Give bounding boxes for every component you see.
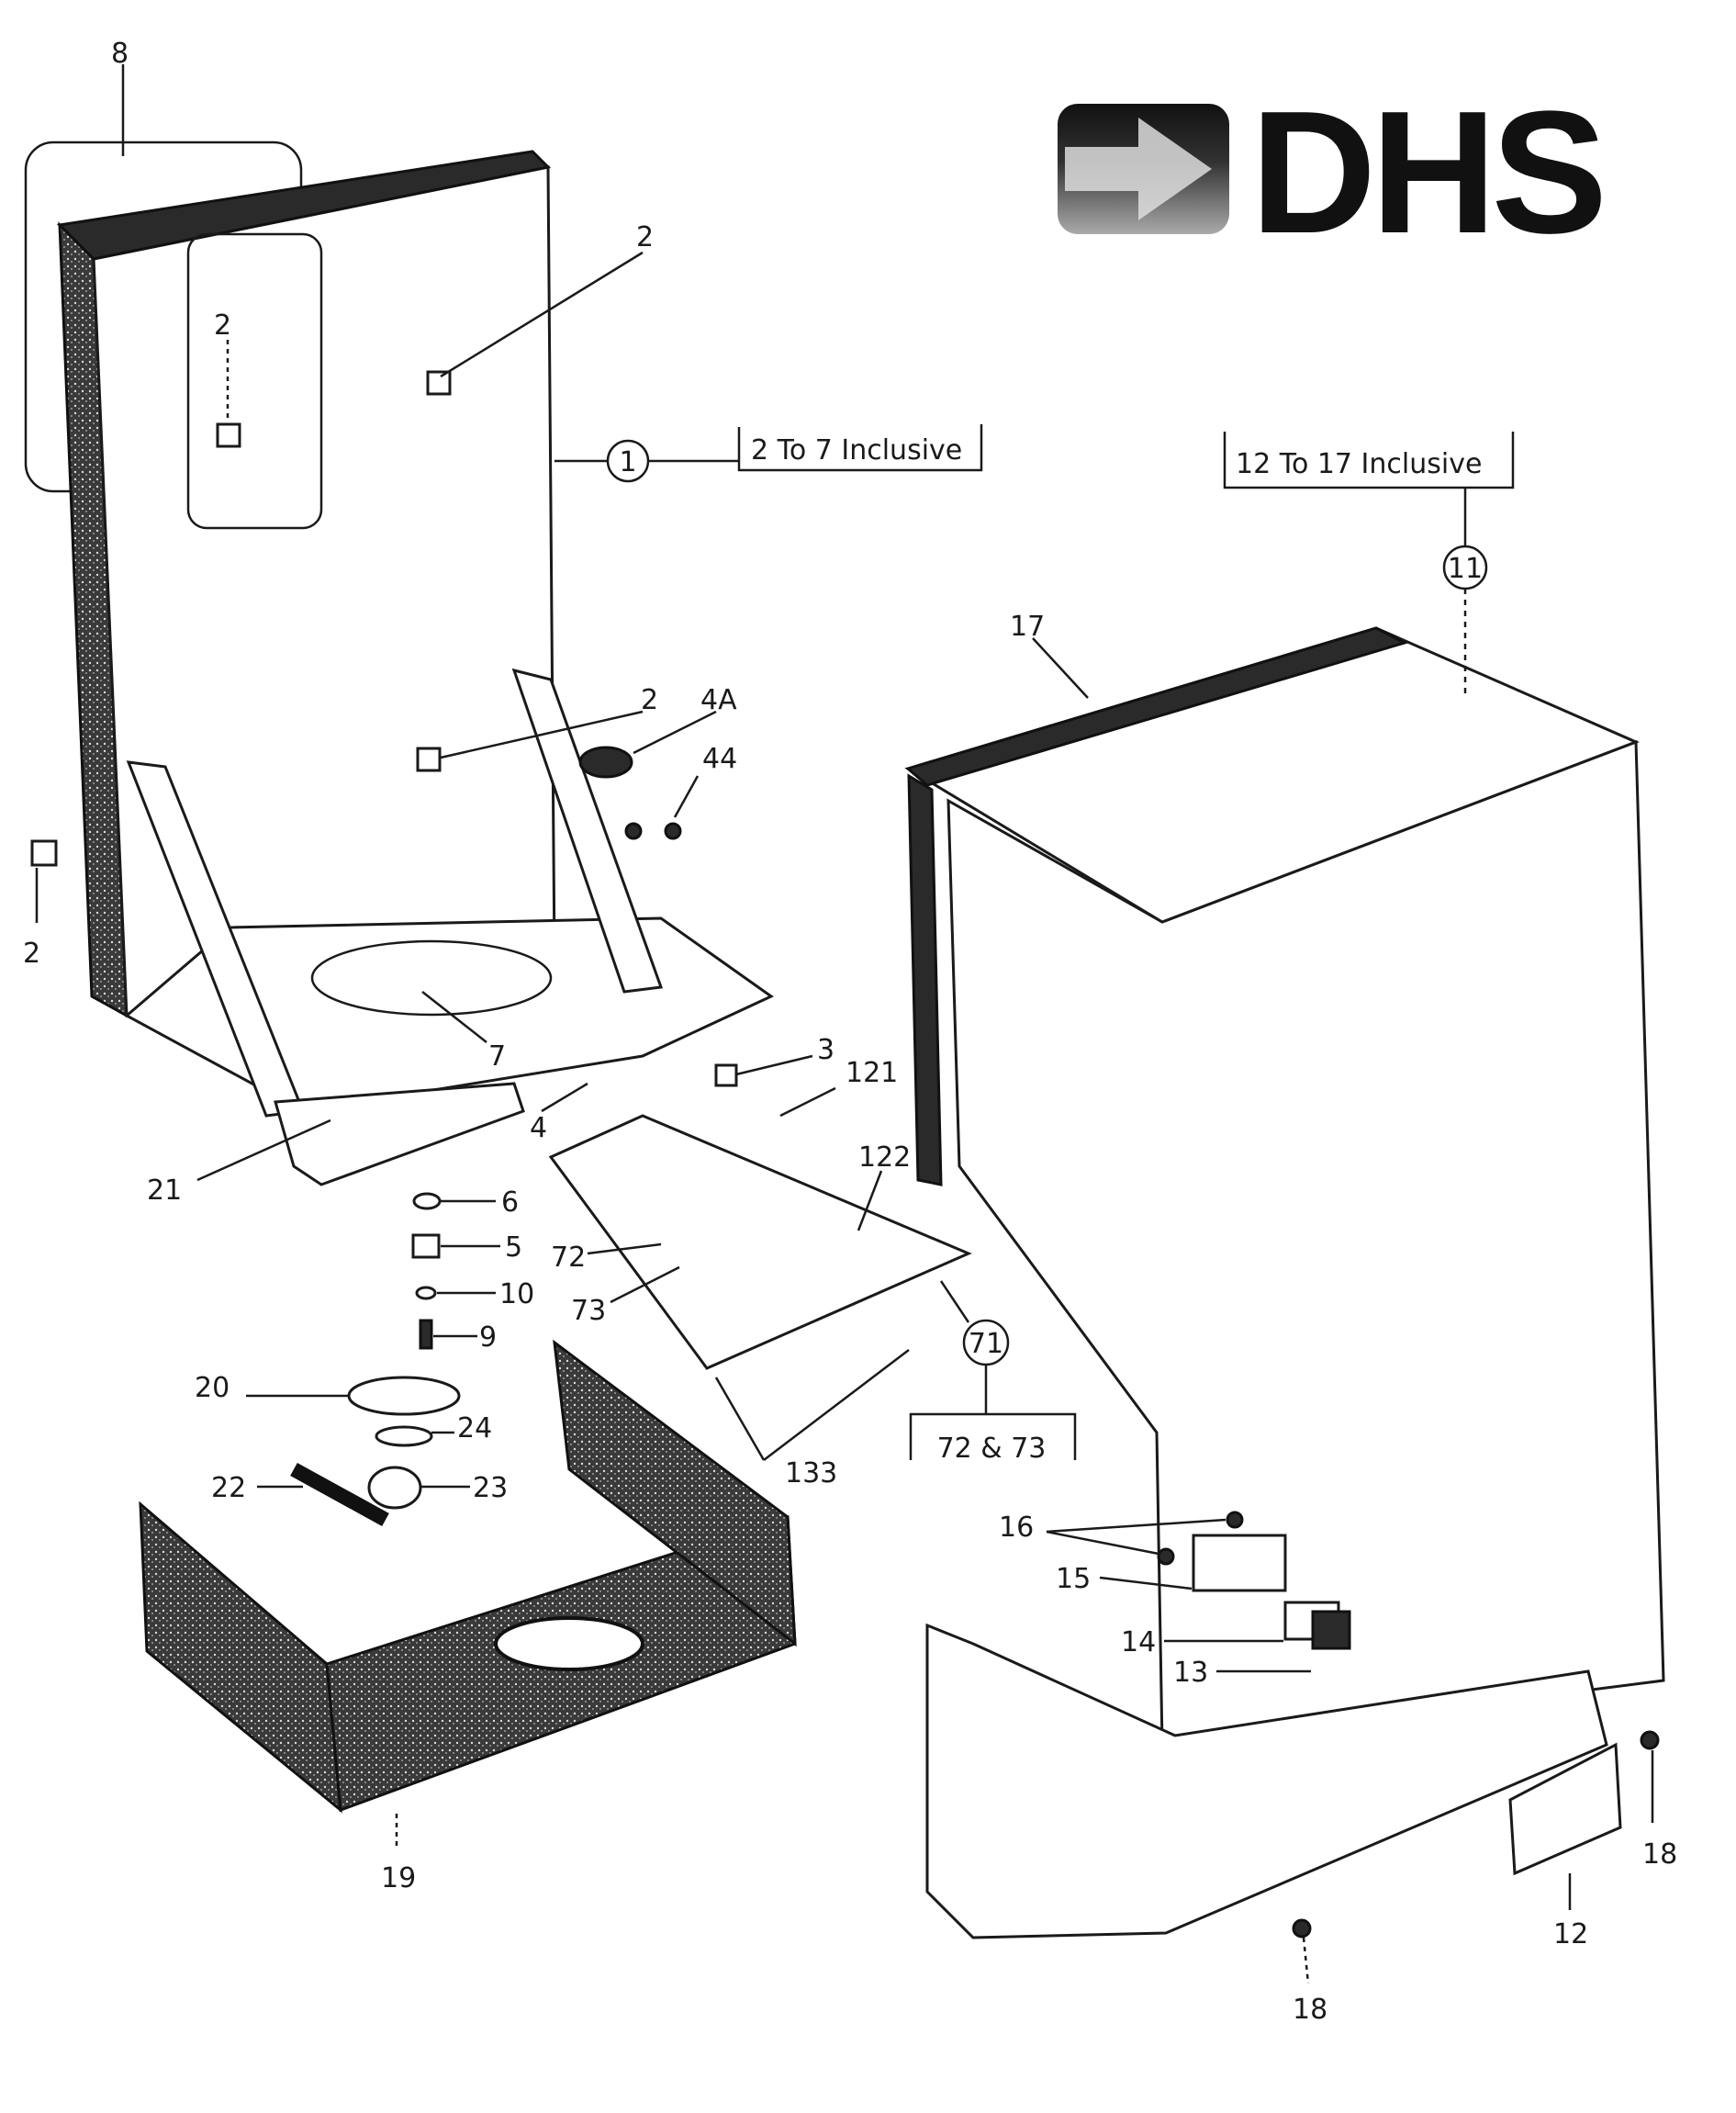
label-14: 14 <box>1121 1626 1156 1658</box>
callout-group-1: 1 2 To 7 Inclusive <box>554 424 983 483</box>
screw-9 <box>419 1319 433 1350</box>
label-44: 44 <box>702 743 737 775</box>
label-2: 2 <box>636 221 654 253</box>
label-24: 24 <box>457 1412 492 1444</box>
label-122: 122 <box>858 1141 911 1174</box>
burner-stack <box>290 1192 461 1527</box>
callout-group-71: 71 72 & 73 <box>909 1280 1077 1465</box>
label-10: 10 <box>499 1278 534 1310</box>
screw-18-b <box>1292 1918 1312 1939</box>
kick-plate-12 <box>1508 1742 1622 1876</box>
label-9: 9 <box>479 1321 497 1354</box>
label-2: 2 <box>641 684 658 716</box>
left-cabinet-assembly <box>24 140 972 1370</box>
bracket-2-c <box>416 747 442 772</box>
drawer-19 <box>139 1339 797 1814</box>
callout-note-11: 12 To 17 Inclusive <box>1236 448 1482 480</box>
label-4a: 4A <box>700 684 737 716</box>
dhs-logo: DHS <box>1058 75 1607 270</box>
label-18: 18 <box>1642 1838 1677 1871</box>
label-17: 17 <box>1010 611 1045 643</box>
grommet-4a <box>578 746 633 779</box>
callout-note-1: 2 To 7 Inclusive <box>751 434 962 466</box>
callout-note-71: 72 & 73 <box>937 1433 1047 1465</box>
label-3: 3 <box>817 1034 834 1066</box>
washer-10 <box>415 1286 437 1300</box>
callout-number-71: 71 <box>969 1328 1003 1360</box>
label-2: 2 <box>23 938 40 970</box>
nut-16-b <box>1157 1547 1175 1566</box>
union-23 <box>367 1466 422 1510</box>
drawer-right-side <box>553 1339 797 1647</box>
seal-24 <box>375 1425 433 1447</box>
label-16: 16 <box>999 1512 1034 1544</box>
label-2: 2 <box>214 309 231 342</box>
logo-text: DHS <box>1250 75 1602 270</box>
door-side-edge <box>907 773 943 1186</box>
bottom-tray <box>925 1623 1608 1939</box>
label-22: 22 <box>211 1472 246 1504</box>
lens-13 <box>1311 1610 1351 1650</box>
washer-6 <box>412 1192 442 1210</box>
tube-22 <box>290 1462 389 1527</box>
callout-number-1: 1 <box>619 446 636 478</box>
label-121: 121 <box>846 1057 898 1089</box>
label-5: 5 <box>505 1231 522 1264</box>
lid-trim-17 <box>904 626 1408 787</box>
screw-18-a <box>1640 1730 1660 1750</box>
clip-3 <box>714 1063 738 1087</box>
bolt-44-a <box>624 822 643 840</box>
plate-15 <box>1192 1534 1287 1592</box>
label-23: 23 <box>473 1472 508 1504</box>
callout-number-11: 11 <box>1448 553 1483 585</box>
arrow-right-icon <box>1065 118 1212 220</box>
label-6: 6 <box>501 1186 519 1219</box>
label-73: 73 <box>571 1295 606 1327</box>
floor-cutout <box>310 939 553 1017</box>
label-18: 18 <box>1293 1994 1327 2026</box>
nut-16-a <box>1226 1511 1244 1529</box>
label-19: 19 <box>381 1862 416 1894</box>
callout-group-11: 12 To 17 Inclusive 11 <box>1223 432 1515 696</box>
part-labels: 8 2 2 2 2 4A 44 17 7 3 121 4 21 122 6 5 … <box>23 38 1677 2026</box>
bracket-2-a <box>216 422 241 448</box>
back-panel-top-rim <box>56 150 552 261</box>
inner-frame <box>186 232 323 530</box>
drawer-left-side <box>139 1500 342 1814</box>
label-72: 72 <box>551 1242 586 1274</box>
bracket-2-b <box>426 370 452 396</box>
label-21: 21 <box>147 1175 182 1207</box>
burner-plate-21 <box>274 1082 525 1186</box>
label-20: 20 <box>195 1372 230 1404</box>
heat-shield-71 <box>548 1114 972 1370</box>
drawer-handle <box>494 1616 644 1671</box>
right-bracket <box>511 668 664 994</box>
label-8: 8 <box>111 38 129 70</box>
label-4: 4 <box>530 1112 547 1144</box>
label-13: 13 <box>1173 1657 1208 1689</box>
nut-5 <box>411 1233 441 1259</box>
bolt-44-b <box>664 822 682 840</box>
flange-20 <box>347 1376 461 1416</box>
label-7: 7 <box>488 1040 506 1073</box>
label-12: 12 <box>1553 1918 1588 1950</box>
bracket-2-d <box>30 839 58 867</box>
label-15: 15 <box>1056 1563 1091 1595</box>
label-133: 133 <box>785 1457 837 1489</box>
right-cabinet-assembly <box>904 626 1665 1939</box>
back-panel <box>92 165 556 1017</box>
